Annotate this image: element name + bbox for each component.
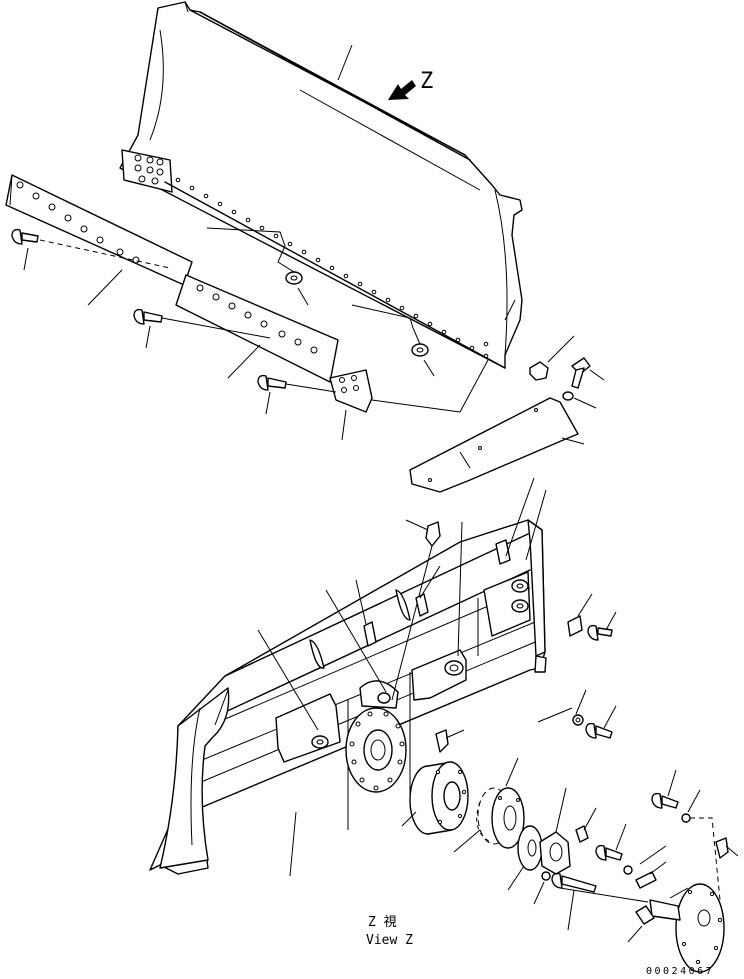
- drawing-number: 00024067: [646, 966, 714, 977]
- spacer-ring: [491, 757, 525, 849]
- bolt-right: [571, 357, 605, 389]
- nut-2: [351, 304, 435, 377]
- cutting-edge-left: [5, 174, 193, 306]
- plow-bolt-2: [133, 308, 271, 349]
- ball-joint-cap: [539, 787, 571, 875]
- plow-bolt-3: [257, 374, 337, 415]
- long-bolt: [551, 872, 597, 931]
- retainer-ring: [507, 825, 543, 891]
- grease-fitting-3: [715, 837, 739, 859]
- washer-right: [562, 391, 597, 409]
- corner-bit: [329, 359, 489, 441]
- keeper-plate-3: [457, 477, 547, 657]
- view-marker-label: Z: [420, 69, 433, 94]
- pin-right: [635, 861, 667, 889]
- plow-bolt-1: [11, 228, 171, 271]
- cutting-edge-middle: [175, 274, 339, 383]
- washer-small: [533, 871, 551, 905]
- view-caption-jp: Z 視: [368, 915, 397, 930]
- blade-assembly: [119, 1, 523, 369]
- keeper-plate-2: [415, 565, 441, 617]
- view-direction-arrow-icon: [388, 80, 416, 100]
- bolt-shim: [587, 611, 617, 641]
- bolt-upper-right: [651, 769, 679, 809]
- keeper-plate-1: [325, 579, 387, 693]
- washer-upper-right: [681, 789, 721, 901]
- shim: [567, 593, 593, 637]
- bolt-mid: [585, 705, 617, 739]
- view-caption-en: View Z: [366, 933, 413, 948]
- lock-nut: [575, 807, 597, 843]
- grease-fitting-2: [435, 729, 465, 753]
- cap-flange: [401, 761, 469, 835]
- blade-frame-assembly: [149, 519, 547, 877]
- end-flange: [559, 883, 725, 973]
- wear-plate: [409, 397, 585, 493]
- washer-lower-right: [623, 845, 667, 875]
- washer-mid: [537, 689, 587, 726]
- blade-plate-holes: [134, 154, 164, 185]
- bolt-lower-right: [595, 823, 627, 861]
- grease-fitting-1: [391, 519, 441, 701]
- nut-right: [529, 335, 575, 381]
- blade-edge-holes: [175, 177, 489, 359]
- nut-1: [206, 227, 309, 306]
- socket-flange: [345, 707, 407, 793]
